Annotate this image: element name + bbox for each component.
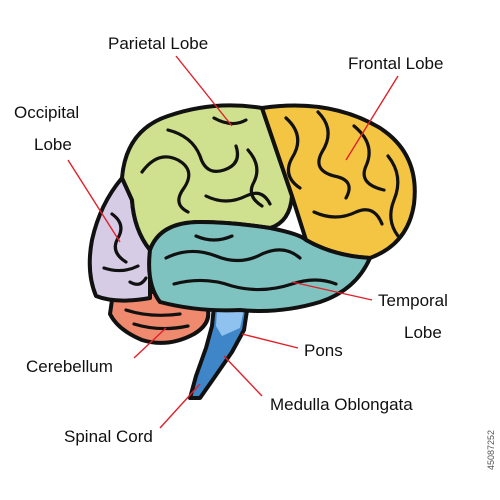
spinal-label: Spinal Cord: [64, 427, 153, 446]
occipital-label-line2: Lobe: [34, 135, 72, 154]
pons-label: Pons: [304, 341, 343, 360]
frontal-leader: [345, 75, 399, 161]
temporal-leader: [291, 281, 373, 301]
medulla-leader: [223, 355, 263, 397]
cerebellum-label: Cerebellum: [26, 357, 113, 376]
stock-id: 45087252: [486, 430, 496, 470]
temporal-label-line2: Lobe: [404, 323, 442, 342]
spinal-leader: [159, 383, 201, 429]
parietal-label: Parietal Lobe: [108, 34, 208, 53]
frontal-label: Frontal Lobe: [348, 54, 443, 73]
medulla-label: Medulla Oblongata: [270, 395, 413, 414]
pons-highlight: [216, 309, 244, 336]
temporal-label-line1: Temporal: [378, 291, 448, 310]
occipital-label-line1: Occipital: [14, 103, 79, 122]
temporal-region: [147, 220, 372, 313]
cerebellum-leader: [133, 327, 167, 359]
parietal-leader: [175, 55, 233, 127]
occipital-leader: [67, 159, 121, 243]
pons-leader: [241, 333, 299, 349]
